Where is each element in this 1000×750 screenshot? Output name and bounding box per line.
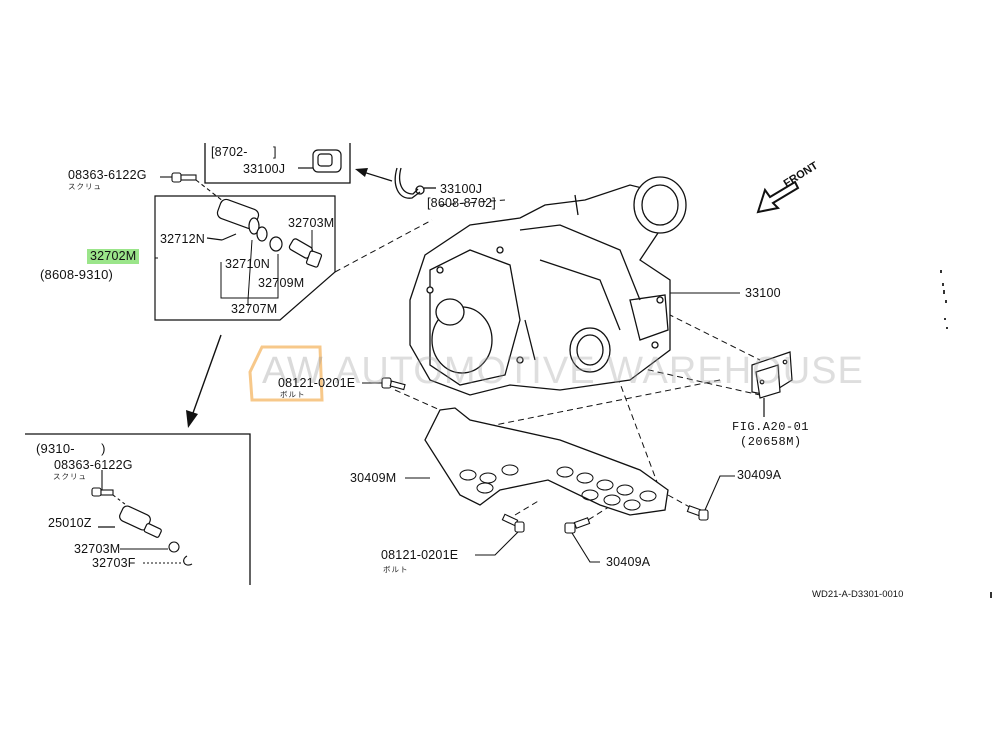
bolt-mid-icon [362,377,406,391]
label-32709m[interactable]: 32709M [258,276,305,290]
label-fig-ref-part: (20658M) [740,435,802,449]
label-inset-screw-note: スクリュ [53,472,87,481]
label-30409a-right[interactable]: 30409A [737,468,782,482]
sensor-detail-box [154,195,336,321]
inset-box [25,433,251,585]
label-inset-screw[interactable]: 08363-6122G [54,458,133,472]
bolt-right-icon [686,475,735,521]
inset-gear-icon [120,541,180,553]
label-screw-top-note: スクリュ [68,182,102,191]
arrow-to-inset-icon [186,334,222,428]
label-30409a-bottom[interactable]: 30409A [606,555,651,569]
label-30409m[interactable]: 30409M [350,471,397,485]
label-bolt-bottom-note: ボルト [383,565,409,574]
label-bolt-bottom[interactable]: 08121-0201E [381,548,459,562]
speed-sensor-top-icon [298,149,342,173]
label-32710n[interactable]: 32710N [225,257,270,271]
label-33100[interactable]: 33100 [745,286,781,300]
label-screw-top[interactable]: 08363-6122G [68,168,147,182]
front-arrow-icon [756,180,800,214]
label-bolt-mid-note: ボルト [280,390,306,399]
screw-top-icon [160,172,229,206]
label-32703m-top[interactable]: 32703M [288,216,335,230]
label-inset-range: (9310- ) [36,441,106,456]
diagram-code: WD21-A-D3301-0010 [812,589,904,600]
label-32707m[interactable]: 32707M [231,302,278,316]
label-bolt-mid[interactable]: 08121-0201E [278,376,356,390]
label-fig-ref[interactable]: FIG.A20-01 [732,420,810,434]
label-bracket-top-range: [8702- ] [211,145,277,159]
arrow-to-box-icon [355,168,393,182]
inset-clip-icon [143,555,193,566]
clip-icon [394,167,436,199]
label-25010z[interactable]: 25010Z [48,516,92,530]
bracket-box-top [204,143,351,184]
heat-shield-icon [405,407,669,516]
leader-lines-sensor [155,230,313,306]
label-32712n[interactable]: 32712N [160,232,205,246]
watermark-logo-text: AW [262,350,324,392]
inset-screw-icon [91,470,131,509]
watermark-brand-text: AUTOMOTIVE WAREHOUSE [335,350,864,392]
transfer-case-icon [409,176,687,396]
label-clip[interactable]: 33100J [440,182,483,196]
speed-sensor-icon [206,198,323,268]
label-clip-range: [8608-8702] [427,196,496,210]
watermark-logo-frame [248,345,324,402]
label-32703m-inset[interactable]: 32703M [74,542,121,556]
scan-specks [940,270,992,598]
label-32702m-highlighted[interactable]: 32702M [87,249,140,264]
label-32703f[interactable]: 32703F [92,556,136,570]
bolt-bottom-right-icon [564,517,600,563]
inset-sensor-icon [98,505,162,538]
label-32702m-range: (8608-9310) [40,267,114,282]
bolt-bottom-icon [475,513,525,556]
plate-bracket-icon [751,351,793,417]
label-sensor-top[interactable]: 33100J [243,162,286,176]
